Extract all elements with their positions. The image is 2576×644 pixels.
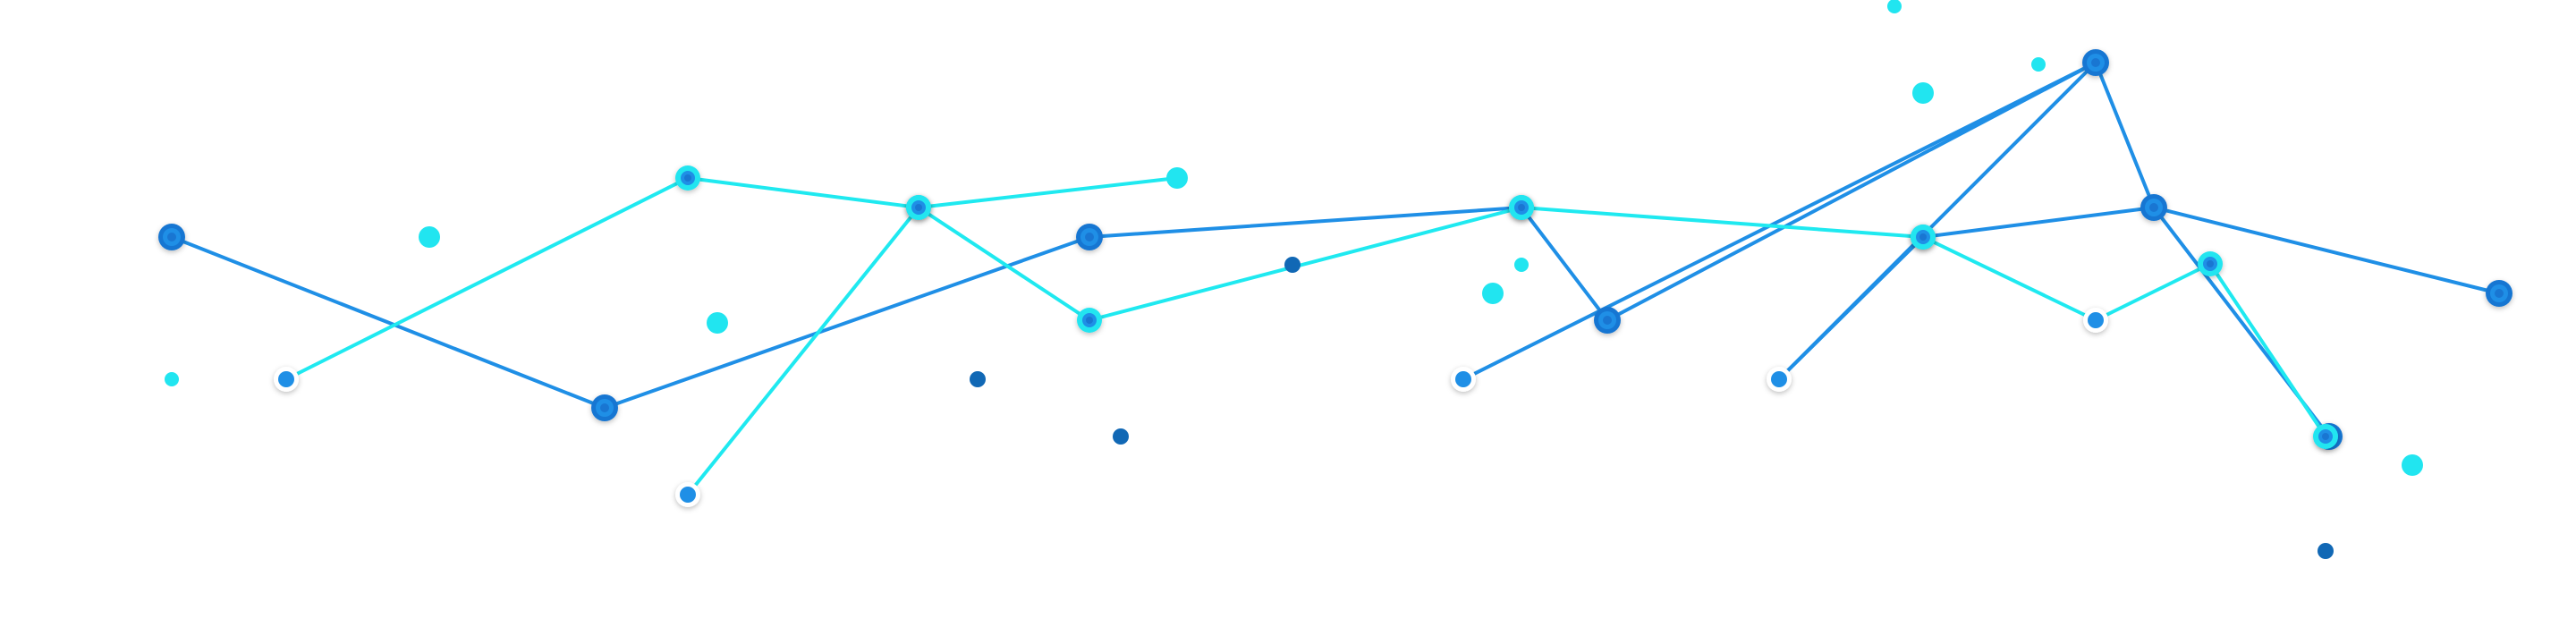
cyan-edge — [917, 206, 1091, 322]
cyan-node — [1077, 308, 1102, 333]
cyan-dot-node — [1166, 167, 1188, 189]
blue-edge — [2094, 61, 2156, 209]
cyan-edge — [686, 176, 920, 209]
dark-dot — [2318, 543, 2334, 559]
cyan-node — [675, 165, 700, 191]
blue-edge — [1606, 61, 2097, 322]
blue-node — [158, 224, 185, 250]
cyan-node — [906, 195, 931, 220]
blue-node — [2082, 49, 2109, 76]
blue-node — [2486, 280, 2512, 307]
blue-edge — [1088, 206, 1523, 239]
cyan-dot — [1887, 0, 1902, 13]
cyan-dot — [2031, 57, 2046, 72]
blue-edge — [603, 235, 1091, 410]
node-layer — [158, 0, 2512, 559]
blue-edge — [1520, 206, 1609, 322]
hollow-node — [675, 482, 700, 507]
cyan-edge — [686, 206, 920, 496]
blue-edge — [1777, 235, 1925, 381]
blue-node — [591, 394, 618, 421]
dark-dot — [1284, 257, 1301, 273]
blue-node — [1076, 224, 1103, 250]
cyan-node — [2313, 424, 2338, 449]
blue-node — [2140, 194, 2167, 221]
blue-edge — [1921, 206, 2156, 239]
cyan-edge — [2208, 262, 2327, 438]
blue-node — [1594, 307, 1621, 334]
cyan-dot — [1912, 82, 1934, 104]
cyan-node — [2198, 251, 2223, 276]
dark-dot — [970, 371, 986, 387]
dark-dot — [1113, 428, 1129, 445]
cyan-edge — [2094, 262, 2212, 322]
cyan-edge — [284, 176, 690, 381]
hollow-node — [2083, 308, 2108, 333]
blue-edge — [2152, 206, 2501, 295]
cyan-dot — [2402, 454, 2423, 476]
cyan-edge — [1921, 235, 2097, 322]
cyan-dot — [419, 226, 440, 248]
cyan-edge — [1520, 206, 1925, 239]
cyan-edge — [1088, 206, 1523, 322]
cyan-node — [1911, 225, 1936, 250]
cyan-node — [1509, 195, 1534, 220]
blue-edge — [1462, 61, 2097, 381]
cyan-dot — [1514, 258, 1529, 272]
hollow-node — [274, 367, 299, 392]
blue-edge — [170, 235, 606, 410]
cyan-dot — [1482, 283, 1504, 304]
hollow-node — [1451, 367, 1476, 392]
edge-layer — [170, 61, 2501, 496]
hollow-node — [1767, 367, 1792, 392]
cyan-edge — [917, 176, 1179, 209]
cyan-dot — [707, 312, 728, 334]
cyan-dot — [165, 372, 179, 386]
